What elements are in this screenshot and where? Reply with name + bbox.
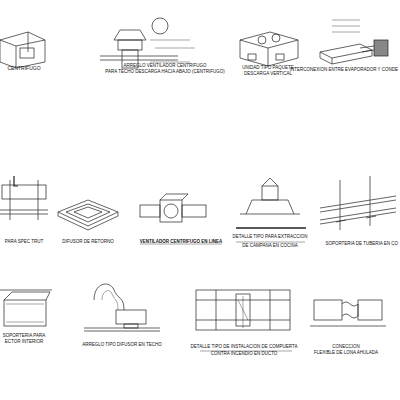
caption-text: ARREGLO VENTILADOR CENTRIFUGO bbox=[123, 64, 206, 69]
caption-text: CONTRA INCENDIO EN DUCTO bbox=[211, 352, 278, 357]
inline-fan bbox=[140, 194, 206, 222]
caption-text: PARA SPEC TRUT bbox=[5, 240, 43, 245]
caption-text: UNIDAD TIPO PAQUETE bbox=[242, 66, 293, 71]
caption-text: DE CAMPANA EN COCINA bbox=[242, 244, 297, 249]
evaporator-condenser bbox=[320, 20, 388, 64]
kitchen-hood bbox=[236, 178, 306, 228]
caption-text: INTERCONEXION ENTRE EVAPORADOR Y CONDE bbox=[290, 68, 398, 73]
caption-text: FLEXIBLE DE LONA AHULADA bbox=[314, 351, 378, 356]
flexible-connection bbox=[310, 300, 386, 326]
roof-fan bbox=[100, 18, 195, 68]
spec-strut bbox=[0, 176, 48, 220]
caption-text: DETALLE TIPO DE INSTALACION DE COMPUERTA bbox=[191, 345, 298, 350]
caption-text: PARA TECHO DESCARGA HACIA ABAJO (CENTRIF… bbox=[105, 70, 224, 75]
caption-text: DESCARGA VERTICAL bbox=[244, 72, 292, 77]
support-collector bbox=[0, 290, 52, 326]
caption-text: ARREGLO TIPO DIFUSOR EN TECHO bbox=[82, 343, 162, 348]
caption-text: SOPORTERIA PARA bbox=[3, 334, 45, 339]
caption-text: CONECCION bbox=[332, 345, 360, 350]
caption-text: CENTRIFUGO bbox=[7, 66, 40, 71]
fire-damper bbox=[196, 290, 290, 330]
package-unit bbox=[240, 32, 298, 66]
caption-text: DIFUSOR DE RETORNO bbox=[62, 240, 113, 245]
caption-text: VENTILADOR CENTRIFUGO EN LINEA bbox=[140, 240, 223, 245]
caption-text: ECTOR INTERIOR bbox=[5, 340, 43, 345]
centrifugal-fan bbox=[0, 32, 45, 68]
caption-text: DETALLE TIPO PARA EXTRACCION bbox=[232, 235, 307, 240]
caption-text: SOPORTERIA DE TUBERIA EN CO bbox=[325, 242, 398, 247]
return-diffuser bbox=[58, 200, 118, 230]
ceiling-diffuser bbox=[84, 284, 160, 331]
pipe-support bbox=[320, 176, 396, 230]
